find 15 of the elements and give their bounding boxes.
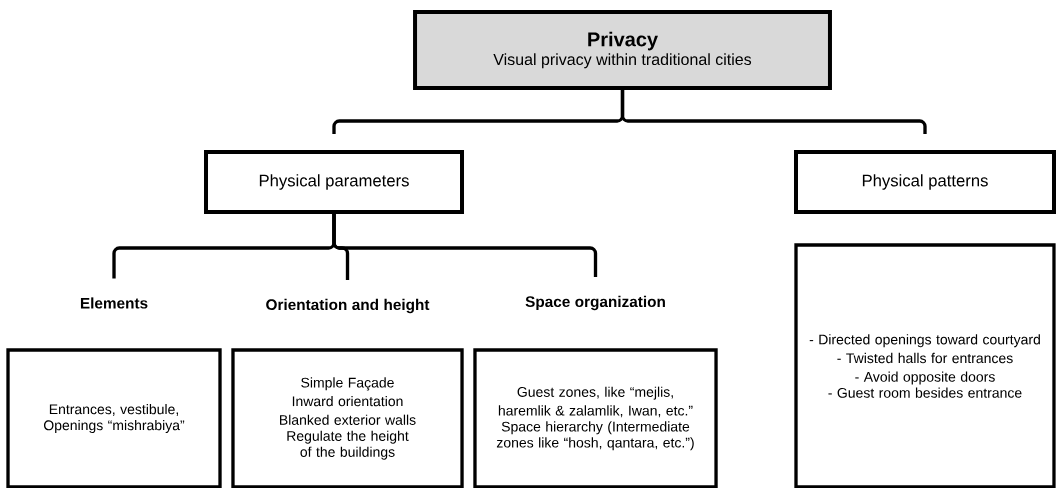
heading-text: Orientation and height: [266, 298, 430, 314]
node-label: Simple Façade: [301, 377, 394, 391]
heading-text: Space organization: [525, 295, 665, 311]
bracket-connector: [332, 214, 598, 277]
content-box: Guest zones, like “mejlis, haremlik & zalamlik, Iwan, etc.” Space hierarchy (Intermediate zones like “hosh, qantara, etc.”): [473, 348, 718, 488]
category-box: Physical parameters: [204, 150, 464, 214]
content-box: Entrances, vestibule, Openings “mishrabiya”: [6, 348, 222, 488]
content-box: Simple Façade Inward orientation Blanked exterior walls Regulate the height of the buildings: [231, 348, 464, 488]
node-label: Inward orientation: [292, 395, 403, 407]
node-label: Blanked exterior walls: [280, 414, 416, 425]
node-label: Regulate the height of the buildings: [287, 430, 409, 460]
heading-text: Elements: [80, 297, 148, 309]
title-box: Privacy Visual privacy within traditional cities: [413, 10, 832, 90]
category-box: Physical patterns: [794, 150, 1056, 214]
content-box: - Directed openings toward courtyard - Twisted halls for entrances - Avoid opposite doors - Guest room besides entrance: [794, 243, 1056, 488]
